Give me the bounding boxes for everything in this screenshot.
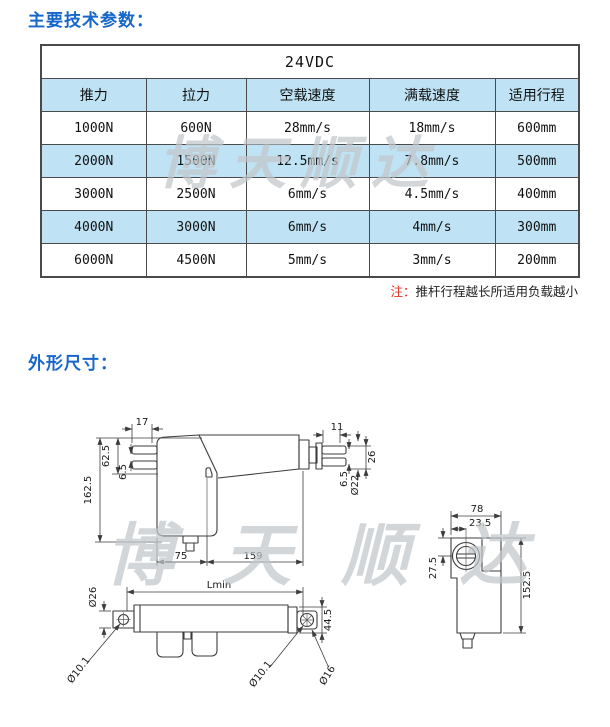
cell: 3000N — [145, 210, 247, 244]
cell: 2500N — [145, 177, 247, 211]
dim-label: 23.5 — [469, 518, 491, 529]
cell: 300mm — [494, 210, 580, 244]
dim-label: 26 — [367, 451, 378, 464]
cell: 600mm — [494, 111, 580, 145]
col-header-noload: 空载速度 — [245, 78, 370, 112]
cell: 3mm/s — [368, 243, 496, 278]
cell: 3000N — [40, 177, 147, 211]
cell: 6mm/s — [245, 210, 370, 244]
voltage-cell: 24VDC — [40, 44, 580, 79]
table-row: 4000N 3000N 6mm/s 4mm/s 300mm — [40, 210, 580, 244]
dimension-drawing: 17 62.5 6.5 162.5 11 26 6.5 Ø22 — [65, 417, 533, 690]
column-header-row: 推力 拉力 空载速度 满载速度 适用行程 — [40, 78, 580, 112]
side-view: 78 23.5 27.5 152.5 — [428, 504, 533, 649]
col-header-stroke: 适用行程 — [494, 78, 580, 112]
cell: 12.5mm/s — [245, 144, 370, 178]
dim-label: Ø10.1 — [65, 655, 93, 686]
cell: 6mm/s — [245, 177, 370, 211]
note-text: 推杆行程越长所适用负载越小 — [415, 285, 578, 299]
col-header-pull: 拉力 — [145, 78, 247, 112]
cell: 28mm/s — [245, 111, 370, 145]
col-header-push: 推力 — [40, 78, 147, 112]
dim-label: 27.5 — [428, 557, 439, 579]
voltage-row: 24VDC — [40, 44, 580, 79]
cell: 18mm/s — [368, 111, 496, 145]
cell: 6000N — [40, 243, 147, 278]
dim-label: 11 — [331, 422, 344, 433]
dim-label: 162.5 — [83, 476, 94, 505]
dim-label: 152.5 — [522, 571, 533, 600]
table-row: 3000N 2500N 6mm/s 4.5mm/s 400mm — [40, 177, 580, 211]
dim-label: 6.5 — [118, 464, 129, 480]
dim-label: 44.5 — [323, 609, 334, 631]
cell: 1500N — [145, 144, 247, 178]
table-row: 1000N 600N 28mm/s 18mm/s 600mm — [40, 111, 580, 145]
cell: 600N — [145, 111, 247, 145]
table-row: 6000N 4500N 5mm/s 3mm/s 200mm — [40, 243, 580, 278]
cell: 7.8mm/s — [368, 144, 496, 178]
dim-label: 17 — [136, 417, 149, 428]
dim-label: 75 — [175, 551, 188, 562]
dim-label: Ø16 — [317, 663, 338, 687]
cell: 400mm — [494, 177, 580, 211]
cell: 200mm — [494, 243, 580, 278]
spec-table: 24VDC 推力 拉力 空载速度 满载速度 适用行程 1000N 600N 28… — [40, 44, 580, 278]
dim-label: Lmin — [207, 580, 231, 591]
section-title-dimensions: 外形尺寸： — [28, 354, 118, 373]
col-header-full: 满载速度 — [368, 78, 496, 112]
dim-label: 62.5 — [101, 445, 112, 467]
note: 注：推杆行程越长所适用负载越小 — [390, 281, 578, 300]
dim-label: 6.5 — [339, 471, 350, 487]
cell: 500mm — [494, 144, 580, 178]
front-view: 17 62.5 6.5 162.5 11 26 6.5 Ø22 — [83, 417, 378, 566]
dim-label: 78 — [471, 504, 484, 515]
note-prefix: 注： — [390, 285, 416, 299]
dim-label: Ø26 — [87, 587, 99, 608]
cell: 4000N — [40, 210, 147, 244]
dim-label: Ø10.1 — [247, 659, 275, 690]
cell: 4.5mm/s — [368, 177, 496, 211]
cell: 2000N — [40, 144, 147, 178]
cell: 1000N — [40, 111, 147, 145]
cell: 4mm/s — [368, 210, 496, 244]
section-title-parameters: 主要技术参数： — [28, 11, 154, 30]
dim-label: 159 — [243, 551, 262, 562]
dim-label: Ø22 — [349, 475, 361, 496]
top-view: Lmin Ø26 44.5 Ø10.1 Ø10.1 Ø16 — [65, 580, 338, 690]
table-row: 2000N 1500N 12.5mm/s 7.8mm/s 500mm — [40, 144, 580, 178]
cell: 5mm/s — [245, 243, 370, 278]
cell: 4500N — [145, 243, 247, 278]
